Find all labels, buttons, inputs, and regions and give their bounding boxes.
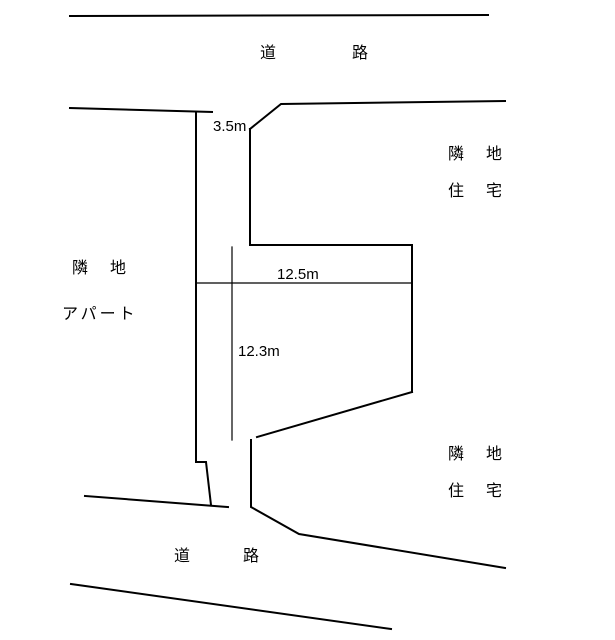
road-top-label: 道路 — [260, 45, 445, 62]
plot-top-right-edge — [248, 99, 507, 131]
plot-left-bottom-jog — [195, 461, 213, 507]
neighbor-right-bottom-label-line2: 住宅 — [448, 483, 525, 500]
neighbor-left-label-line2: アパート — [62, 306, 138, 323]
road-bottom-label: 道路 — [174, 548, 313, 565]
neighbor-left-label-line1: 隣地 — [72, 260, 149, 277]
width-dimension-label: 12.5m — [277, 266, 319, 283]
depth-dimension-label: 12.3m — [238, 343, 280, 360]
road-bottom-lower-edge — [69, 582, 393, 631]
plot-diagonal-edge — [255, 390, 414, 439]
road-top-edge — [68, 13, 490, 18]
plot-lower-corridor-edge — [250, 439, 507, 570]
road-bottom-upper-edge — [83, 494, 230, 509]
neighbor-left-top-edge — [68, 106, 214, 114]
neighbor-right-top-label-line1: 隣地 — [448, 146, 525, 163]
neighbor-right-bottom-label-line1: 隣地 — [448, 446, 525, 463]
frontage-dimension-label: 3.5m — [213, 118, 247, 135]
neighbor-right-top-label-line2: 住宅 — [448, 183, 525, 200]
